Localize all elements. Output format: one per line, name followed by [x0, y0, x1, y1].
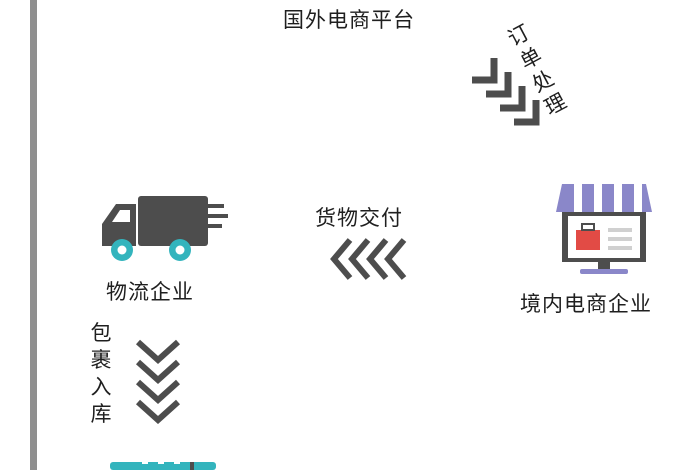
- truck-icon: [102, 196, 228, 261]
- platform-label: 国外电商平台: [283, 8, 415, 32]
- order-chevron-arrows-icon: [472, 58, 540, 126]
- left-border-bar: [30, 0, 37, 470]
- domestic-enterprise-label: 境内电商企业: [520, 292, 652, 316]
- logistics-label: 物流企业: [106, 280, 194, 304]
- building-icon: [110, 458, 216, 470]
- delivery-chevron-arrows-icon: [330, 238, 407, 280]
- package-storage-label: 包裹入库: [90, 321, 112, 426]
- delivery-label: 货物交付: [315, 206, 403, 230]
- storefront-icon: [556, 184, 652, 274]
- package-chevron-arrows-icon: [135, 339, 181, 424]
